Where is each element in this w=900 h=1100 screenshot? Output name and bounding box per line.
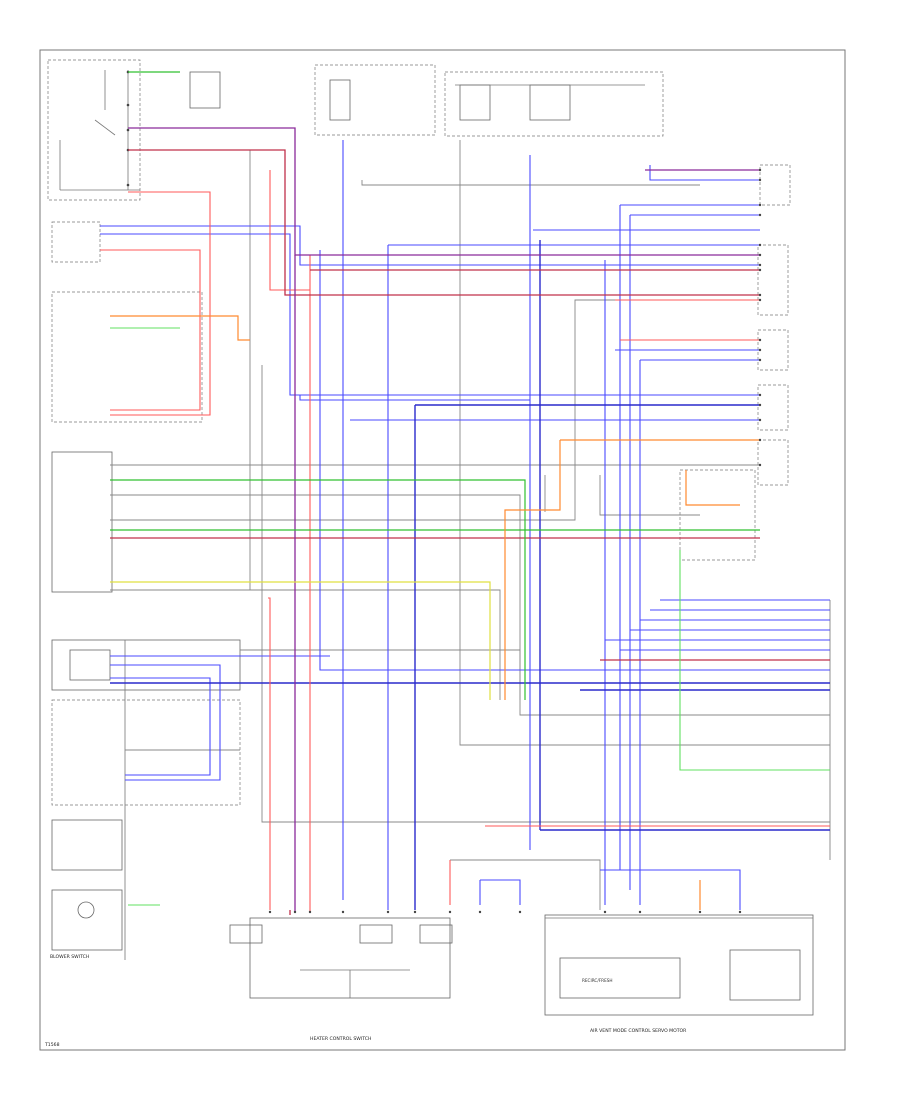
dark-blue-wires — [110, 240, 830, 910]
blower-switch-label: BLOWER SWITCH — [50, 954, 89, 960]
right-connectors — [679, 164, 831, 860]
red-wires — [100, 170, 830, 912]
diagram-frame — [39, 49, 846, 1051]
ignition-switch-block — [47, 59, 221, 201]
page-code: T1568 — [44, 1042, 60, 1048]
orange-wires — [110, 315, 760, 910]
air-vent-mode-control-label: AIR VENT MODE CONTROL SERVO MOTOR — [590, 1028, 687, 1034]
purple-wires — [128, 127, 760, 912]
heater-control-switch-label: HEATER CONTROL SWITCH — [310, 1036, 371, 1042]
bottom-modules — [229, 914, 814, 1016]
blue-wires — [100, 140, 830, 910]
dark-red-wires — [110, 149, 830, 915]
fuse-block-top — [314, 64, 664, 137]
right-pins — [758, 168, 762, 467]
green-wires — [110, 71, 760, 700]
left-modules — [51, 221, 241, 960]
bottom-pins — [268, 910, 742, 914]
light-green-wires — [110, 327, 830, 906]
yellow-wires — [110, 581, 491, 700]
recirc-label: RECIRC/FRESH — [582, 978, 613, 983]
